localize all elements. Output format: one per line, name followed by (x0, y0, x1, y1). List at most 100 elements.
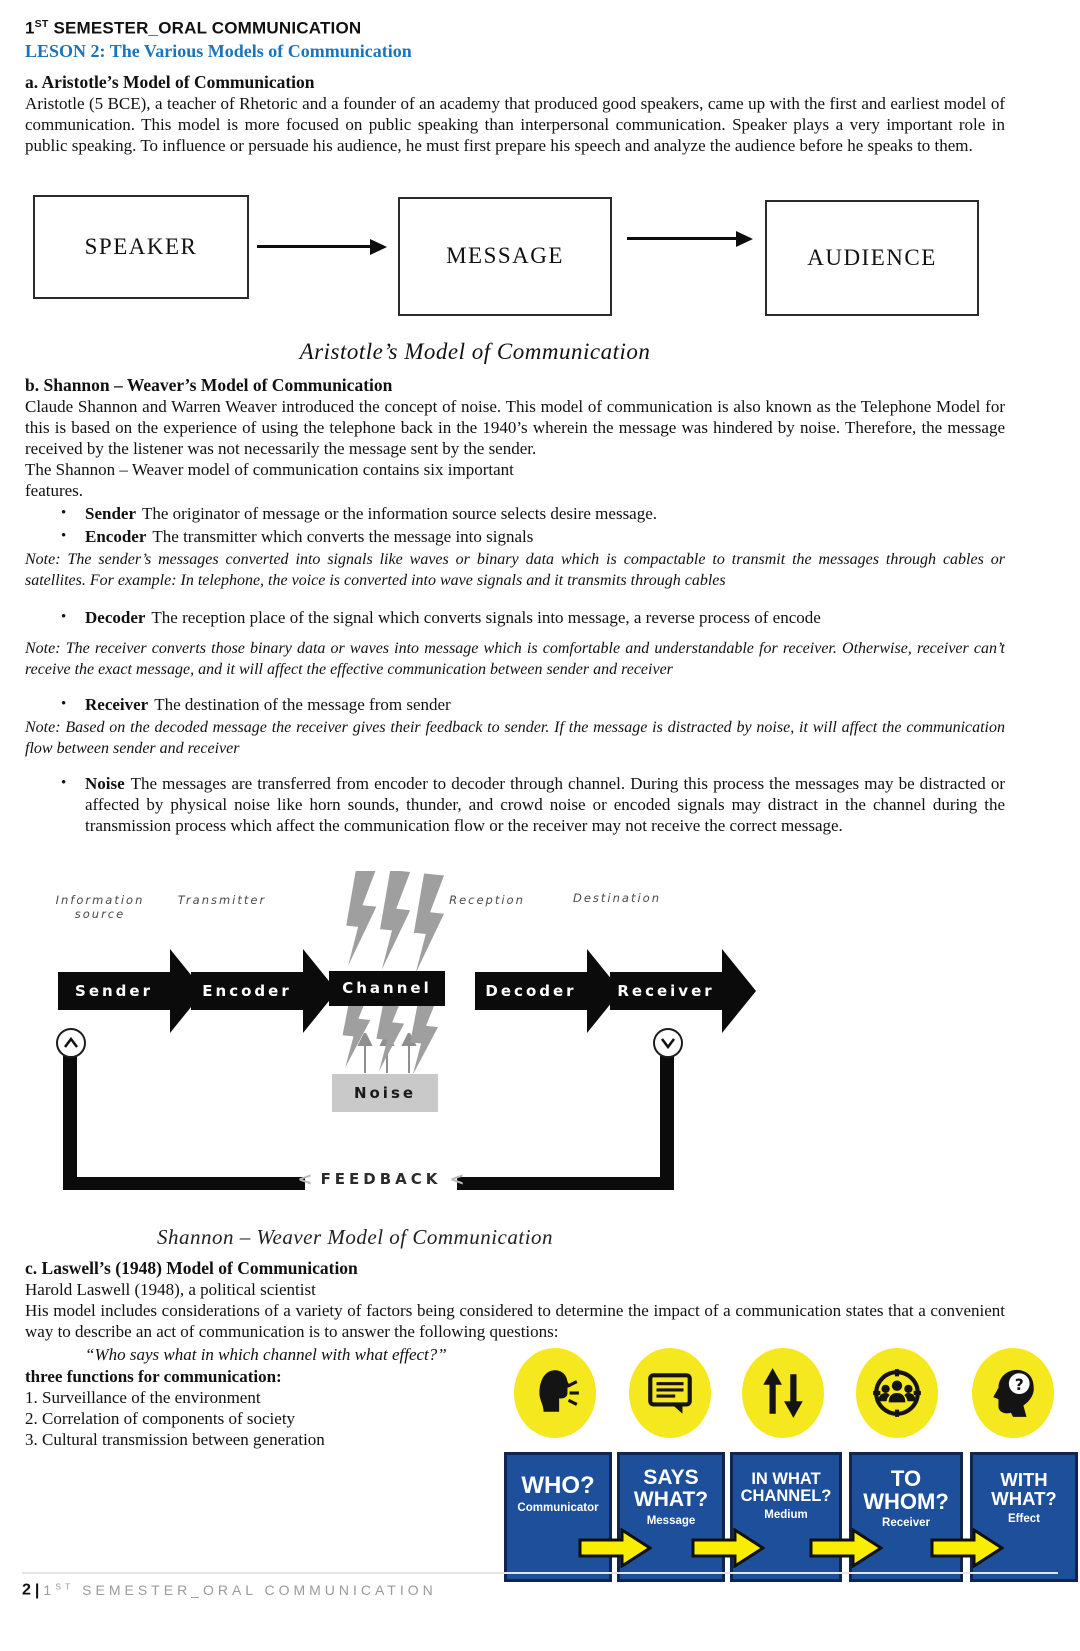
section-c-heading: c. Laswell’s (1948) Model of Communicati… (25, 1257, 358, 1278)
feedback-bar-bottom-right (457, 1176, 674, 1190)
section-c-bottom: “Who says what in which channel with wha… (25, 1344, 1078, 1594)
laswell-graphic: ? WHO? Communicator SAYS WHAT? Message I… (454, 1347, 1080, 1594)
laswell-box-effect-question: WITH WHAT? (991, 1468, 1057, 1510)
bullet-encoder-term: Encoder (85, 526, 147, 546)
bullet-encoder-text: The transmitter which converts the messa… (152, 526, 534, 546)
noise-bolts-bottom-icon (342, 994, 438, 1073)
laswell-box-says-what: SAYS WHAT? Message (617, 1451, 725, 1582)
flow-encoder-label: Encoder (202, 981, 292, 1000)
arrow-message-to-audience-icon (627, 230, 753, 247)
feedback-chevron-right-icon: < (449, 1168, 465, 1190)
yellow-arrow-2-icon (691, 1527, 765, 1568)
bullet-noise-term: Noise (85, 773, 125, 793)
shannon-weaver-diagram: Information source Transmitter Reception… (25, 865, 1005, 1199)
bullet-sender-term: Sender (85, 503, 136, 523)
yellow-arrow-1-icon (578, 1527, 652, 1568)
laswell-box-who: WHO? Communicator (504, 1451, 612, 1582)
laswell-box-channel-question: IN WHAT CHANNEL? (740, 1469, 832, 1505)
footer-title-sup: ST (55, 1581, 75, 1591)
laswell-box-whom-question: TO WHOM? (863, 1465, 949, 1514)
footer-title: 1ST SEMESTER_ORAL COMMUNICATION (43, 1581, 437, 1598)
page-footer: 2|1ST SEMESTER_ORAL COMMUNICATION (22, 1572, 1058, 1600)
note-encoder: Note: The sender’s messages converted in… (25, 550, 1005, 589)
flow-receiver-arrow: Receiver (610, 948, 756, 1033)
speech-bubble-icon (629, 1347, 711, 1438)
flow-decoder-arrow: Decoder (475, 948, 621, 1033)
aristotle-caption: Aristotle’s Model of Communication (299, 338, 651, 364)
footer-page-number: 2 (22, 1581, 31, 1599)
function-item-3: 3. Cultural transmission between generat… (25, 1429, 325, 1449)
section-b-paragraph: Claude Shannon and Warren Weaver introdu… (25, 396, 1005, 458)
laswell-box-who-label: Communicator (517, 1501, 599, 1514)
footer-title-rest: SEMESTER_ORAL COMMUNICATION (74, 1581, 437, 1598)
section-a-heading: a. Aristotle’s Model of Communication (25, 71, 315, 92)
svg-text:?: ? (1015, 1376, 1024, 1394)
bullet-sender-text: The originator of message or the informa… (142, 503, 658, 523)
feedback-label: FEEDBACK (320, 1170, 442, 1189)
bullet-decoder-text: The reception place of the signal which … (151, 607, 821, 627)
section-a-paragraph: Aristotle (5 BCE), a teacher of Rhetoric… (25, 93, 1005, 155)
arrow-speaker-to-message-icon (257, 238, 387, 255)
section-c-paragraph: His model includes considerations of a v… (25, 1300, 1005, 1341)
lesson-title: LESON 2: The Various Models of Communica… (25, 40, 412, 61)
bullet-sender: Sender The originator of message or the i… (25, 503, 1005, 524)
label-destination: Destination (573, 890, 661, 905)
laswell-box-effect-label: Effect (1008, 1512, 1040, 1525)
flow-sender-arrow: Sender (58, 948, 204, 1033)
function-item-1: 1. Surveillance of the environment (25, 1387, 261, 1407)
section-b-line2: features. (25, 480, 84, 500)
feedback-chevron-left-icon: < (297, 1168, 313, 1190)
footer-separator: | (34, 1581, 40, 1599)
bullet-receiver-term: Receiver (85, 694, 149, 714)
laswell-box-whom: TO WHOM? Receiver (849, 1451, 963, 1582)
note-decoder: Note: The receiver converts those binary… (25, 639, 1005, 678)
noise-bolts-top-icon (346, 870, 445, 971)
yellow-arrow-3-icon (809, 1527, 883, 1568)
laswell-box-channel-label: Medium (764, 1509, 808, 1522)
audience-target-icon (856, 1347, 938, 1438)
function-item-2: 2. Correlation of components of society (25, 1408, 296, 1428)
label-transmitter: Transmitter (177, 892, 267, 907)
course-title-num: 1 (25, 18, 35, 38)
section-c-line1: Harold Laswell (1948), a political scien… (25, 1279, 316, 1299)
feedback-bar-bottom-left (63, 1176, 305, 1190)
flow-channel-box: Channel (329, 970, 445, 1006)
flow-channel-label: Channel (342, 979, 432, 998)
label-reception: Reception (449, 892, 525, 907)
laswell-box-channel: IN WHAT CHANNEL? Medium (730, 1451, 842, 1582)
flow-sender-label: Sender (75, 981, 153, 1000)
bullet-decoder-term: Decoder (85, 607, 146, 627)
laswell-box-whom-label: Receiver (882, 1516, 930, 1529)
bullet-noise-text: The messages are transferred from encode… (85, 773, 1005, 835)
laswell-box-says-what-question: SAYS WHAT? (633, 1465, 709, 1511)
functions-heading: three functions for communication: (25, 1366, 282, 1386)
label-information-source: Information source (55, 892, 145, 921)
message-box: MESSAGE (398, 196, 612, 316)
section-b-line1: The Shannon – Weaver model of communicat… (25, 459, 514, 479)
course-title-sup: ST (34, 18, 49, 30)
flow-decoder-label: Decoder (485, 981, 577, 1000)
chevron-down-circle-icon (653, 1027, 683, 1058)
feedback-bar-left (63, 1055, 77, 1190)
speaker-box: SPEAKER (33, 194, 249, 299)
flow-receiver-label: Receiver (617, 981, 715, 1000)
footer-title-num: 1 (43, 1581, 56, 1598)
laswell-box-says-what-label: Message (646, 1514, 696, 1527)
laswell-quote: “Who says what in which channel with wha… (85, 1344, 447, 1364)
feedback-bar-right (660, 1055, 674, 1190)
shannon-weaver-caption: Shannon – Weaver Model of Communication (156, 1224, 554, 1249)
speaking-head-icon (514, 1347, 596, 1438)
channel-arrows-icon (742, 1347, 824, 1438)
course-title: 1ST SEMESTER_ORAL COMMUNICATION (25, 18, 1005, 39)
feedback-label-group: < FEEDBACK < (297, 1169, 464, 1190)
course-title-rest: SEMESTER_ORAL COMMUNICATION (48, 18, 362, 38)
yellow-arrow-4-icon (930, 1527, 1004, 1568)
noise-box: Noise (332, 1073, 438, 1112)
section-b-heading: b. Shannon – Weaver’s Model of Communica… (25, 374, 393, 395)
thinking-head-icon: ? (972, 1347, 1054, 1438)
